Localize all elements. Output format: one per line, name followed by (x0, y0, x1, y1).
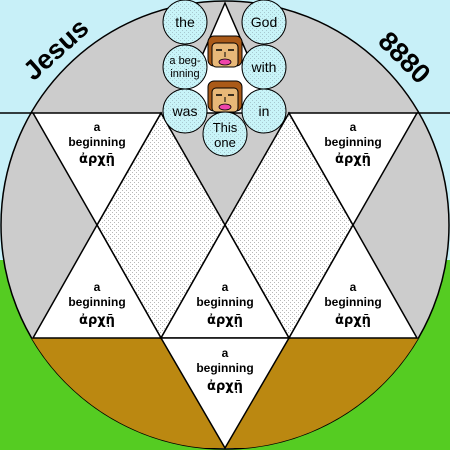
tri-label-greek: ἀρχῇ (79, 152, 115, 167)
circle-text-abeg-2: inning (170, 68, 199, 80)
circle-in (241, 88, 287, 134)
circle-was (162, 88, 208, 134)
tri-label-greek: ἀρχῇ (335, 152, 371, 167)
tri-label-beginning: beginning (68, 135, 125, 149)
circle-text-was: was (172, 103, 198, 119)
triangle-mid-left (31, 223, 163, 339)
tri-label-a: a (222, 280, 229, 294)
tri-label-greek: ἀρχῇ (207, 379, 243, 394)
triangle-top-right (287, 112, 419, 227)
circle-the (162, 0, 208, 45)
circle-text-in: in (259, 103, 270, 119)
circle-text-this: This (213, 120, 238, 135)
face-icon (207, 35, 243, 68)
tri-label-beginning: beginning (196, 361, 253, 375)
tri-label-beginning: beginning (324, 295, 381, 309)
circle-text-with: with (251, 59, 277, 75)
triangle-top-left (31, 112, 163, 227)
tri-label-greek: ἀρχῇ (335, 313, 371, 328)
tri-label-greek: ἀρχῇ (79, 313, 115, 328)
tri-label-a: a (94, 120, 101, 134)
circle-text-god: God (251, 14, 277, 30)
tri-label-a: a (350, 120, 357, 134)
triangle-mid-right (287, 223, 419, 339)
face-icon (207, 80, 243, 113)
tri-label-greek: ἀρχῇ (207, 313, 243, 328)
tri-label-beginning: beginning (324, 135, 381, 149)
tri-label-a: a (350, 280, 357, 294)
tri-label-a: a (94, 280, 101, 294)
tri-label-beginning: beginning (196, 295, 253, 309)
triangle-bottom (159, 337, 291, 450)
circle-text-one: one (214, 135, 236, 150)
circle-text-the: the (175, 14, 195, 30)
tri-label-beginning: beginning (68, 295, 125, 309)
circle-god (241, 0, 287, 45)
circle-a-beginning (162, 44, 208, 90)
tri-label-a: a (222, 346, 229, 360)
circle-text-abeg-1: a beg- (169, 55, 201, 67)
